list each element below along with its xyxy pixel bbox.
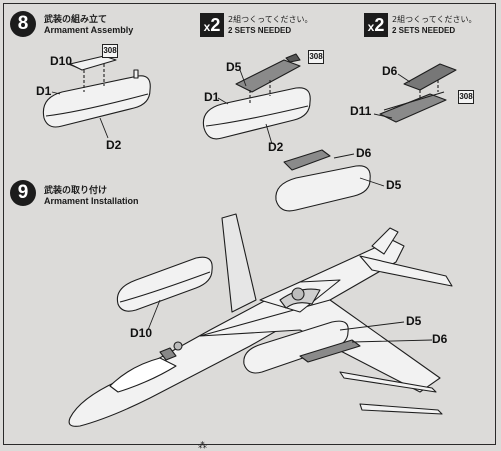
label-d10-b: D10 [130, 326, 153, 340]
label-d6-b: D6 [356, 146, 372, 160]
tank-assembly-2 [202, 53, 311, 140]
decal-308-b: 308 [308, 50, 324, 64]
step-9-title-jp: 武装の取り付け [44, 186, 108, 196]
step-9-title-en: Armament Installation [44, 196, 139, 206]
sets-badge-1: x2 [200, 13, 224, 37]
aircraft-drawing [68, 149, 453, 427]
decal-308-c: 308 [458, 90, 474, 104]
sets-badge-2: x2 [364, 13, 388, 37]
pylon-assembly-3 [379, 63, 457, 123]
step-number-8: 8 [10, 11, 36, 37]
label-d6-c: D6 [432, 332, 448, 346]
label-d10-a: D10 [50, 54, 73, 68]
label-d6-a: D6 [382, 64, 398, 78]
tank-assembly-1 [42, 55, 151, 128]
label-d2-b: D2 [268, 140, 284, 154]
footer-mark: ⁂ [198, 441, 207, 451]
sets-note-jp-2: 2組つくってください。 [392, 15, 477, 24]
decal-308-a: 308 [102, 44, 118, 58]
label-d5-c: D5 [406, 314, 422, 328]
step-number-9: 9 [10, 180, 36, 206]
label-d1-a: D1 [36, 84, 52, 98]
label-d5-b: D5 [386, 178, 402, 192]
sets-note-en-1: 2 SETS NEEDED [228, 26, 292, 35]
leader-lines [51, 63, 433, 343]
sheet-border [3, 3, 496, 445]
step-8-title-jp: 武装の組み立て [44, 15, 108, 25]
label-d5-a: D5 [226, 60, 242, 74]
sets-note-en-2: 2 SETS NEEDED [392, 26, 456, 35]
label-d2-a: D2 [106, 138, 122, 152]
label-d1-b: D1 [204, 90, 220, 104]
sets-note-jp-1: 2組つくってください。 [228, 15, 313, 24]
label-d11: D11 [350, 104, 372, 118]
step-8-title-en: Armament Assembly [44, 25, 134, 35]
